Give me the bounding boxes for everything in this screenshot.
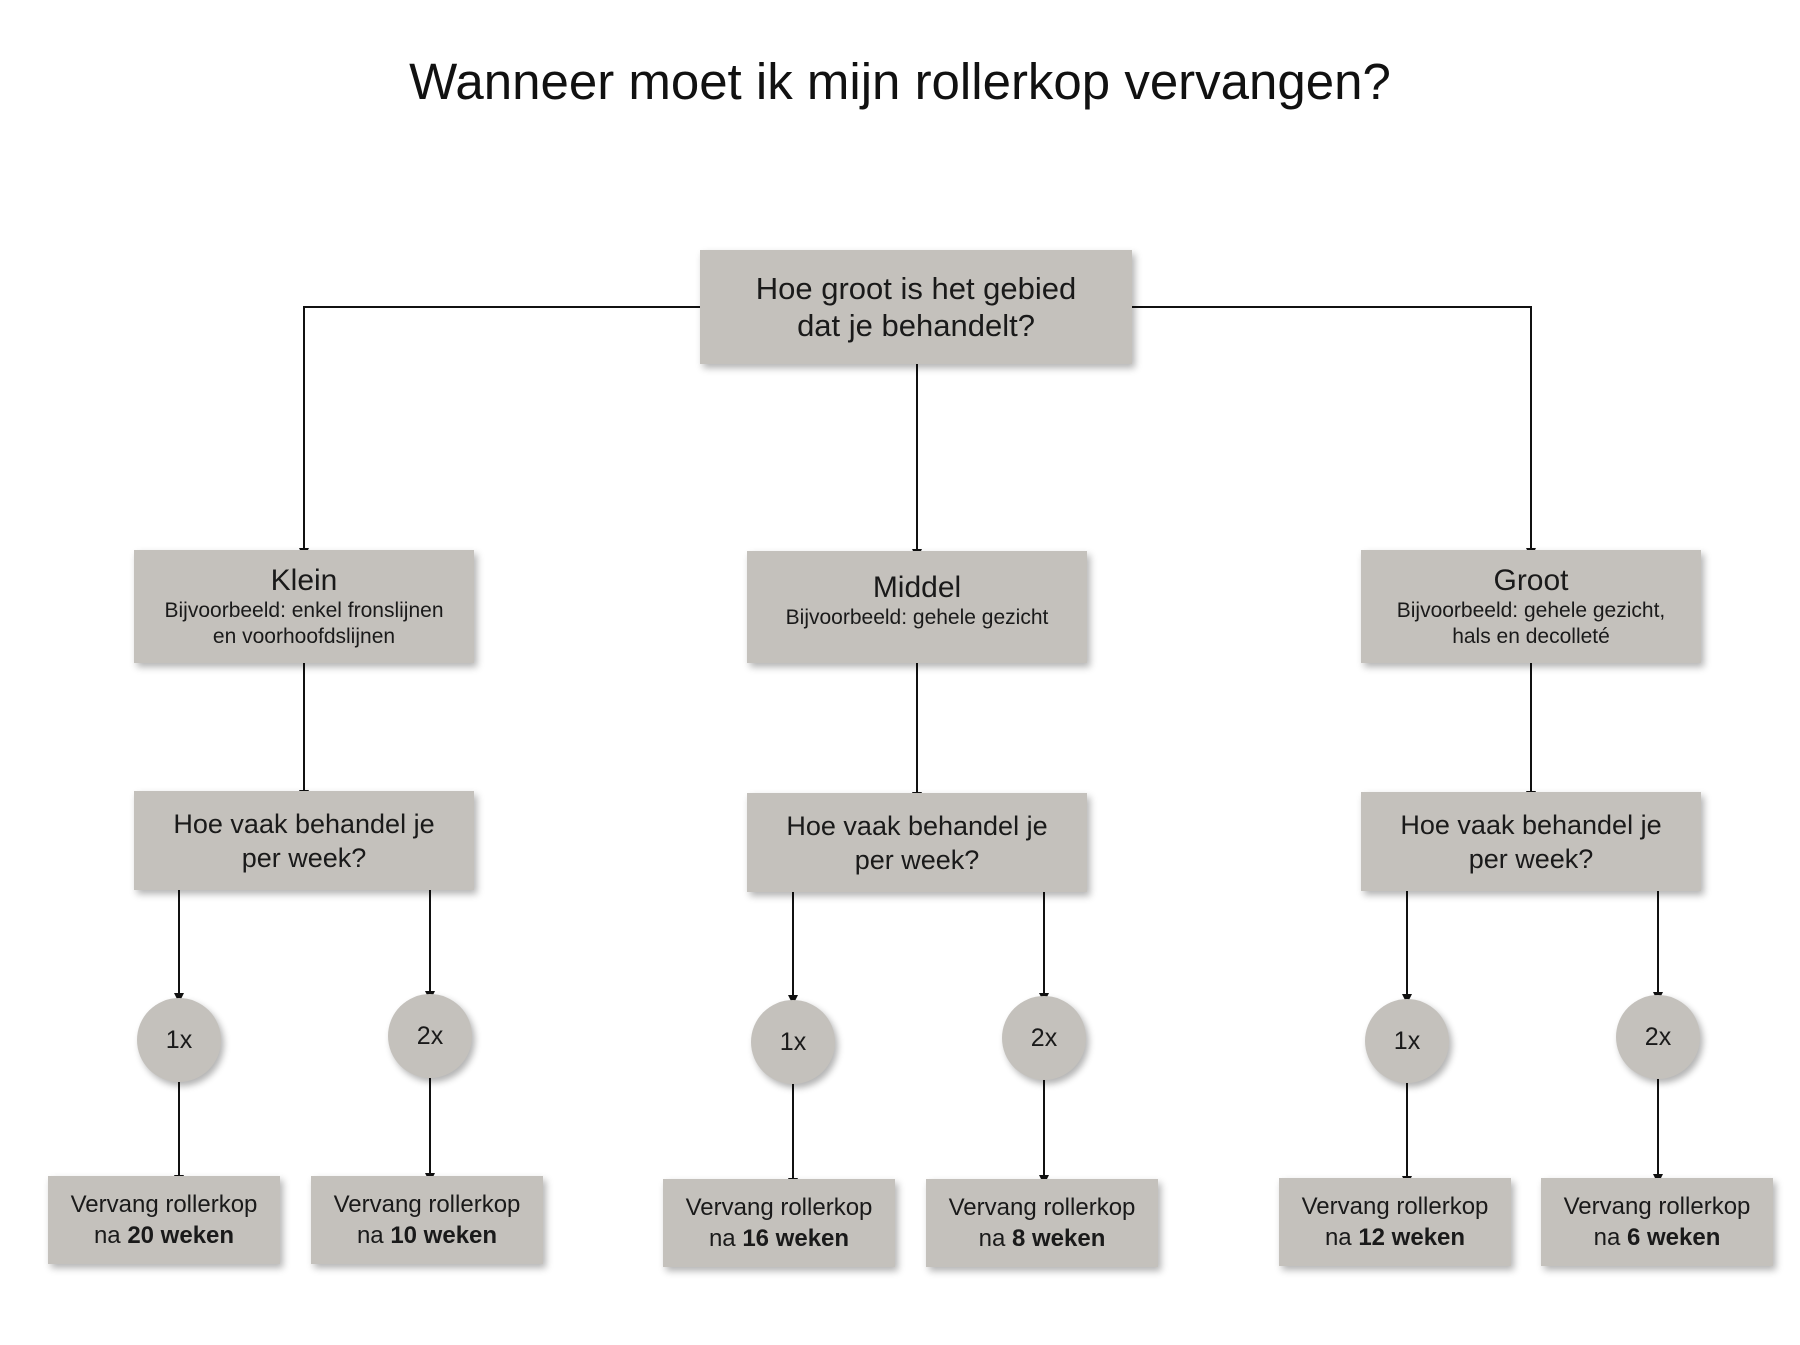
page-title: Wanneer moet ik mijn rollerkop vervangen… — [409, 53, 1391, 110]
result-prefix: na — [1593, 1224, 1621, 1251]
category-title: Middel — [872, 571, 962, 604]
result-line1: Vervang rollerkop — [685, 1194, 873, 1221]
result-prefix: na — [356, 1222, 384, 1249]
frequency-circle-groot-2x: 2x — [1616, 995, 1700, 1079]
category-title: Groot — [1493, 563, 1569, 597]
category-box-middel: Middel Bijvoorbeeld: gehele gezicht — [747, 551, 1087, 663]
root-question-box: Hoe groot is het gebied dat je behandelt… — [700, 250, 1132, 364]
category-example-line2: en voorhoofdslijnen — [212, 624, 396, 648]
frequency-question-line2: per week? — [854, 844, 980, 875]
result-line1: Vervang rollerkop — [948, 1194, 1136, 1221]
result-box-klein-2x: Vervang rollerkop na 10 weken — [311, 1176, 543, 1264]
frequency-question-line2: per week? — [241, 842, 367, 873]
result-box-middel-1x: Vervang rollerkop na 16 weken — [663, 1179, 895, 1267]
result-duration: 16 weken — [742, 1225, 850, 1252]
result-prefix: na — [708, 1225, 736, 1252]
result-duration: 12 weken — [1358, 1224, 1466, 1251]
category-example-line2: hals en decolleté — [1452, 624, 1610, 648]
frequency-circle-middel-1x: 1x — [751, 1000, 835, 1084]
result-box-klein-1x: Vervang rollerkop na 20 weken — [48, 1176, 280, 1264]
result-line2: na 8 weken — [979, 1223, 1106, 1254]
result-box-groot-1x: Vervang rollerkop na 12 weken — [1279, 1178, 1511, 1266]
result-line1: Vervang rollerkop — [333, 1191, 521, 1218]
result-prefix: na — [1324, 1224, 1352, 1251]
result-duration: 6 weken — [1626, 1224, 1721, 1251]
result-duration: 20 weken — [127, 1222, 235, 1249]
result-line1: Vervang rollerkop — [1563, 1193, 1751, 1220]
frequency-circle-klein-2x: 2x — [388, 994, 472, 1078]
result-box-middel-2x: Vervang rollerkop na 8 weken — [926, 1179, 1158, 1267]
result-prefix: na — [93, 1222, 121, 1249]
frequency-question-box-klein: Hoe vaak behandel je per week? — [134, 791, 474, 890]
category-example-line1: Bijvoorbeeld: gehele gezicht — [785, 606, 1049, 629]
connector-root-klein — [299, 306, 700, 558]
frequency-question-line1: Hoe vaak behandel je — [786, 810, 1048, 841]
frequency-question-line1: Hoe vaak behandel je — [173, 808, 435, 839]
result-line2: na 16 weken — [709, 1223, 849, 1254]
frequency-circle-klein-1x: 1x — [137, 998, 221, 1082]
frequency-circle-groot-1x: 1x — [1365, 999, 1449, 1083]
frequency-question-line1: Hoe vaak behandel je — [1400, 809, 1662, 840]
result-line1: Vervang rollerkop — [70, 1191, 258, 1218]
category-title: Klein — [270, 563, 338, 597]
result-line2: na 20 weken — [94, 1220, 234, 1251]
result-duration: 10 weken — [390, 1222, 498, 1249]
frequency-question-box-middel: Hoe vaak behandel je per week? — [747, 793, 1087, 892]
root-question-line2: dat je behandelt? — [797, 308, 1035, 343]
category-box-klein: Klein Bijvoorbeeld: enkel fronslijnen en… — [134, 550, 474, 663]
frequency-circle-middel-2x: 2x — [1002, 996, 1086, 1080]
root-question-line1: Hoe groot is het gebied — [755, 271, 1077, 306]
frequency-question-box-groot: Hoe vaak behandel je per week? — [1361, 792, 1701, 891]
result-box-groot-2x: Vervang rollerkop na 6 weken — [1541, 1178, 1773, 1266]
category-example-line1: Bijvoorbeeld: enkel fronslijnen — [164, 598, 444, 622]
result-prefix: na — [978, 1225, 1006, 1252]
category-box-groot: Groot Bijvoorbeeld: gehele gezicht, hals… — [1361, 550, 1701, 663]
result-line1: Vervang rollerkop — [1301, 1193, 1489, 1220]
result-duration: 8 weken — [1011, 1225, 1106, 1252]
connector-root-groot — [1132, 306, 1536, 558]
result-line2: na 10 weken — [357, 1220, 497, 1251]
frequency-question-line2: per week? — [1468, 843, 1594, 874]
result-line2: na 12 weken — [1325, 1222, 1465, 1253]
category-example-line1: Bijvoorbeeld: gehele gezicht, — [1396, 598, 1666, 622]
result-line2: na 6 weken — [1594, 1222, 1721, 1253]
